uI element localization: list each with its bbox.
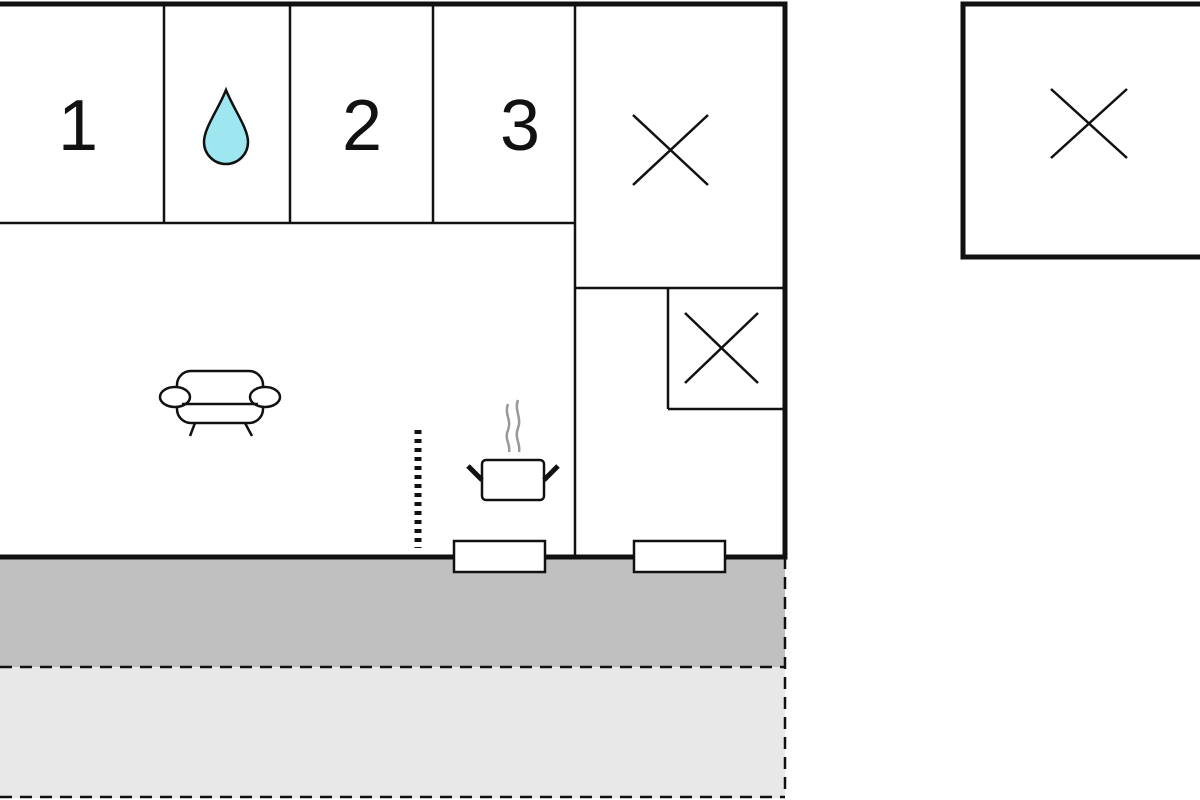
terrace-dashed-border — [0, 557, 787, 799]
cooking-pot-icon — [466, 399, 560, 502]
cross-mark-icon — [1050, 88, 1128, 159]
interior-walls — [0, 4, 785, 557]
exterior-walls — [0, 1, 788, 560]
outdoor-area — [0, 667, 785, 798]
window — [632, 539, 727, 574]
room-3-label: 3 — [500, 86, 540, 166]
sofa-icon — [158, 369, 282, 437]
room-1-label: 1 — [58, 86, 98, 166]
cross-mark-icon — [684, 312, 759, 384]
water-drop-icon — [202, 86, 250, 166]
room-2-label: 2 — [342, 86, 382, 166]
window — [452, 539, 547, 574]
cross-mark-icon — [632, 114, 709, 186]
terrace — [0, 557, 785, 667]
